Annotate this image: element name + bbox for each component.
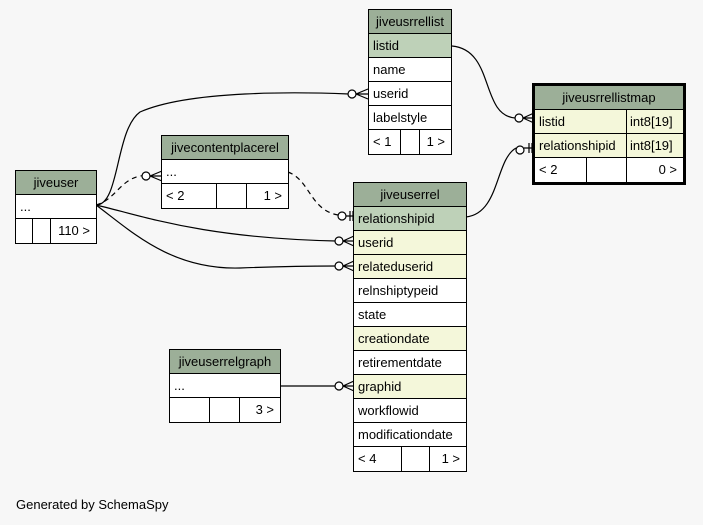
column-listid: listid int8[19] [535,110,683,134]
column-userid: userid [369,82,451,106]
column-type: int8[19] [630,114,673,129]
table-jiveusrrellistmap[interactable]: jiveusrrellistmap listid int8[19] relati… [532,83,686,185]
parents-count: < 4 [354,447,402,471]
column-creationdate: creationdate [354,327,466,351]
column-ellipsis: ... [16,195,96,219]
column-graphid: graphid [354,375,466,399]
column-labelstyle: labelstyle [369,106,451,130]
column-name: name [369,58,451,82]
footer-spacer [587,158,627,182]
column-state: state [354,303,466,327]
parents-count: < 2 [162,184,217,208]
children-count: 1 > [426,134,445,149]
children-count: 1 > [263,188,282,203]
table-jiveuserrelgraph[interactable]: jiveuserrelgraph ... 3 > [169,349,281,423]
column-relationshipid: relationshipid int8[19] [535,134,683,158]
table-jiveuser[interactable]: jiveuser ... 110 > [15,170,97,244]
table-title: jiveusrrellistmap [535,86,683,110]
children-count: 110 > [58,223,90,238]
footer-spacer [401,130,420,154]
table-jiveusrrellist[interactable]: jiveusrrellist listid name userid labels… [368,9,452,155]
column-type: int8[19] [630,138,673,153]
table-footer: 3 > [170,398,280,422]
table-title: jiveusrrellist [369,10,451,34]
children-count: 0 > [658,162,677,177]
footer-spacer [402,447,430,471]
edge-jiveuser-jiveuserrel-userid [95,204,337,242]
column-relationshipid: relationshipid [354,207,466,231]
edge-jiveuser-jiveuserrel-relateduserid [95,204,337,269]
column-modificationdate: modificationdate [354,423,466,447]
parents-count: < 2 [535,158,587,182]
column-ellipsis: ... [170,374,280,398]
column-userid: userid [354,231,466,255]
children-count: 3 > [255,402,274,417]
column-ellipsis: ... [162,160,288,184]
edge-jiveuser-jiveusrrellist [95,92,350,206]
table-footer: < 4 1 > [354,447,466,471]
table-jiveuserrel[interactable]: jiveuserrel relationshipid userid relate… [353,182,467,472]
parents-count: < 1 [369,130,401,154]
parents-count [16,219,33,243]
table-title: jiveuser [16,171,96,195]
table-title: jivecontentplacerel [162,136,288,160]
footer-spacer [33,219,51,243]
children-count: 1 > [441,451,460,466]
generated-by-note: Generated by SchemaSpy [16,497,169,512]
column-retirementdate: retirementdate [354,351,466,375]
table-title: jiveuserrelgraph [170,350,280,374]
table-footer: 110 > [16,219,96,243]
column-listid: listid [369,34,451,58]
table-jivecontentplacerel[interactable]: jivecontentplacerel ... < 2 1 > [161,135,289,209]
edge-jiveuser-jivecontentplacerel [95,174,149,206]
edge-jivecontentplacerel-jiveuserrel [287,171,339,216]
table-footer: < 2 0 > [535,158,683,182]
column-relnshiptypeid: relnshiptypeid [354,279,466,303]
footer-spacer [210,398,240,422]
table-title: jiveuserrel [354,183,466,207]
parents-count [170,398,210,422]
edge-jiveuserrel-jiveusrrellistmap [465,147,517,218]
column-workflowid: workflowid [354,399,466,423]
table-footer: < 1 1 > [369,130,451,154]
edge-jiveusrrellist-jiveusrrellistmap [451,45,516,119]
table-footer: < 2 1 > [162,184,288,208]
column-name: listid [535,110,627,133]
column-relateduserid: relateduserid [354,255,466,279]
column-name: relationshipid [535,134,627,157]
footer-spacer [217,184,247,208]
